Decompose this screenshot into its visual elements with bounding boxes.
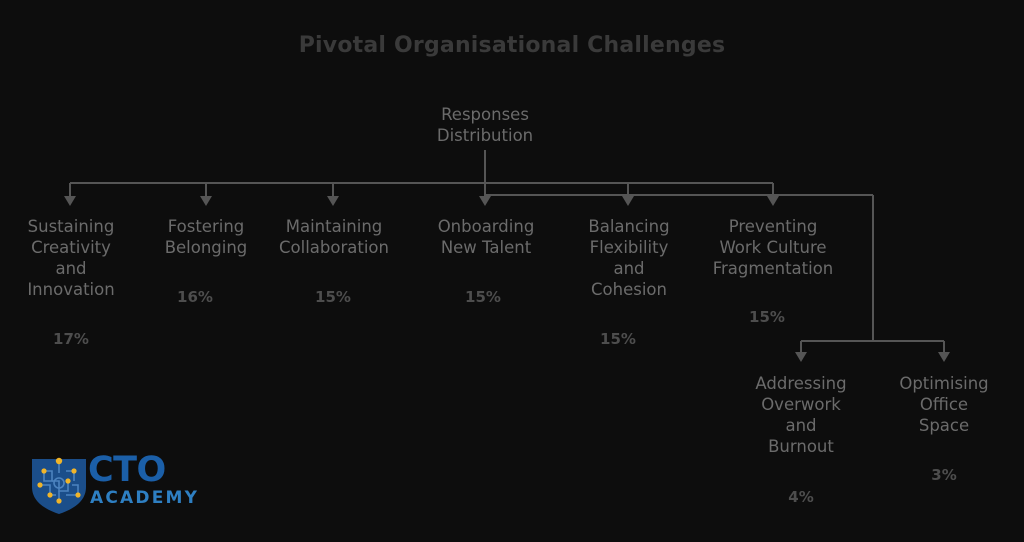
node-percent-balancing-flexibility-and-cohesion: 15% (600, 330, 636, 348)
page-title: Pivotal Organisational Challenges (298, 33, 726, 58)
node-percent-preventing-work-culture-fragmentation: 15% (749, 308, 785, 326)
node-percent-fostering-belonging: 16% (177, 288, 213, 306)
node-percent-maintaining-collaboration: 15% (315, 288, 351, 306)
arrowhead-1 (64, 196, 76, 206)
logo-primary-text: CTO (88, 450, 166, 490)
node-percent-addressing-overwork-and-burnout: 4% (788, 488, 814, 506)
node-label-balancing-flexibility-and-cohesion: Balancing Flexibility and Cohesion (588, 217, 670, 299)
root-node-label: Responses Distribution (436, 105, 534, 145)
node-label-optimising-office-space: Optimising Office Space (899, 374, 989, 435)
node-label-addressing-overwork-and-burnout: Addressing Overwork and Burnout (755, 374, 847, 456)
node-label-preventing-work-culture-fragmentation: Preventing Work Culture Fragmentation (712, 217, 834, 278)
arrowhead-3 (327, 196, 339, 206)
logo-wordmark: CTO ACADEMY (88, 450, 197, 514)
node-percent-optimising-office-space: 3% (931, 466, 957, 484)
node-label-maintaining-collaboration: Maintaining Collaboration (279, 217, 389, 257)
node-label-fostering-belonging: Fostering Belonging (164, 217, 248, 257)
node-label-onboarding-new-talent: Onboarding New Talent (437, 217, 535, 257)
node-percent-sustaining-creativity-and-innovation: 17% (53, 330, 89, 348)
cto-academy-logo: CTO ACADEMY (28, 448, 197, 518)
arrowhead-5 (622, 196, 634, 206)
arrowhead-6 (767, 196, 779, 206)
arrowhead-2 (200, 196, 212, 206)
logo-secondary-text: ACADEMY (90, 488, 200, 508)
node-percent-onboarding-new-talent: 15% (465, 288, 501, 306)
arrowhead-4 (479, 196, 491, 206)
arrowhead-8 (938, 352, 950, 362)
node-label-sustaining-creativity-and-innovation: Sustaining Creativity and Innovation (27, 217, 115, 299)
shield-circuit-icon (32, 457, 86, 514)
arrowhead-7 (795, 352, 807, 362)
